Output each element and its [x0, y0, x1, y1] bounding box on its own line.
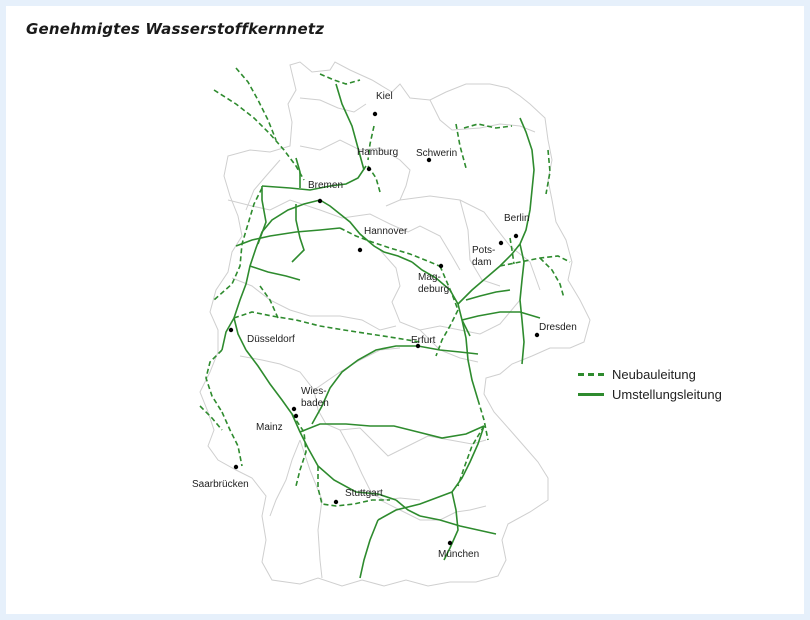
city-dot-erfurt: [415, 343, 421, 349]
city-label-bremen: Bremen: [308, 180, 343, 191]
city-dot-kiel: [372, 111, 378, 117]
city-label-hannover: Hannover: [364, 226, 408, 237]
city-label-potsdam-line1: Pots-: [472, 245, 495, 256]
city-label-erfurt: Erfurt: [411, 335, 436, 346]
city-label-dresden: Dresden: [539, 322, 577, 333]
new-build-pipelines: [199, 67, 571, 507]
city-dot-potsdam: [498, 240, 504, 246]
city-label-magdeburg: Mag- deburg: [418, 272, 449, 295]
city-dot-magdeburg: [438, 263, 444, 269]
city-label-mainz: Mainz: [256, 422, 283, 433]
city-dot-wiesbaden: [291, 406, 297, 412]
city-dot-saarbruecken: [233, 464, 239, 470]
city-label-magdeburg-line1: Mag-: [418, 272, 441, 283]
legend-label-conversion: Umstellungsleitung: [612, 386, 722, 402]
city-labels: Kiel Hamburg Schwerin Bremen Hannover Be…: [192, 91, 577, 560]
city-dot-hamburg: [366, 166, 372, 172]
city-label-duesseldorf: Düsseldorf: [247, 334, 295, 345]
city-label-potsdam: Pots- dam: [472, 245, 498, 268]
legend-label-new-build: Neubauleitung: [612, 366, 696, 382]
legend-row-new-build: Neubauleitung: [578, 364, 722, 384]
map-title: Genehmigtes Wasserstoffkernnetz: [26, 20, 325, 38]
legend-row-conversion: Umstellungsleitung: [578, 384, 722, 404]
state-borders: [199, 61, 591, 587]
solid-line-icon: [578, 392, 604, 396]
city-dot-dresden: [534, 332, 540, 338]
city-label-magdeburg-line2: deburg: [418, 284, 449, 295]
legend: Neubauleitung Umstellungsleitung: [578, 364, 722, 404]
city-label-schwerin: Schwerin: [416, 148, 457, 159]
city-label-wiesbaden-line1: Wies-: [301, 386, 327, 397]
city-dot-hannover: [357, 247, 363, 253]
dashed-line-icon: [578, 372, 604, 376]
city-label-wiesbaden: Wies- baden: [301, 386, 329, 409]
city-dot-schwerin: [426, 157, 432, 163]
city-dot-duesseldorf: [228, 327, 234, 333]
city-dot-bremen: [317, 198, 323, 204]
city-label-berlin: Berlin: [504, 213, 530, 224]
city-label-potsdam-line2: dam: [472, 257, 491, 268]
city-dot-muenchen: [447, 540, 453, 546]
city-label-stuttgart: Stuttgart: [345, 488, 383, 499]
city-dot-berlin: [513, 233, 519, 239]
conversion-pipelines: [221, 83, 541, 579]
city-label-wiesbaden-line2: baden: [301, 398, 329, 409]
city-dot-mainz: [293, 413, 299, 419]
city-dot-stuttgart: [333, 499, 339, 505]
city-label-kiel: Kiel: [376, 91, 393, 102]
city-label-muenchen: München: [438, 549, 479, 560]
city-label-saarbruecken: Saarbrücken: [192, 479, 249, 490]
city-dots: [228, 111, 540, 546]
city-label-hamburg: Hamburg: [357, 147, 398, 158]
